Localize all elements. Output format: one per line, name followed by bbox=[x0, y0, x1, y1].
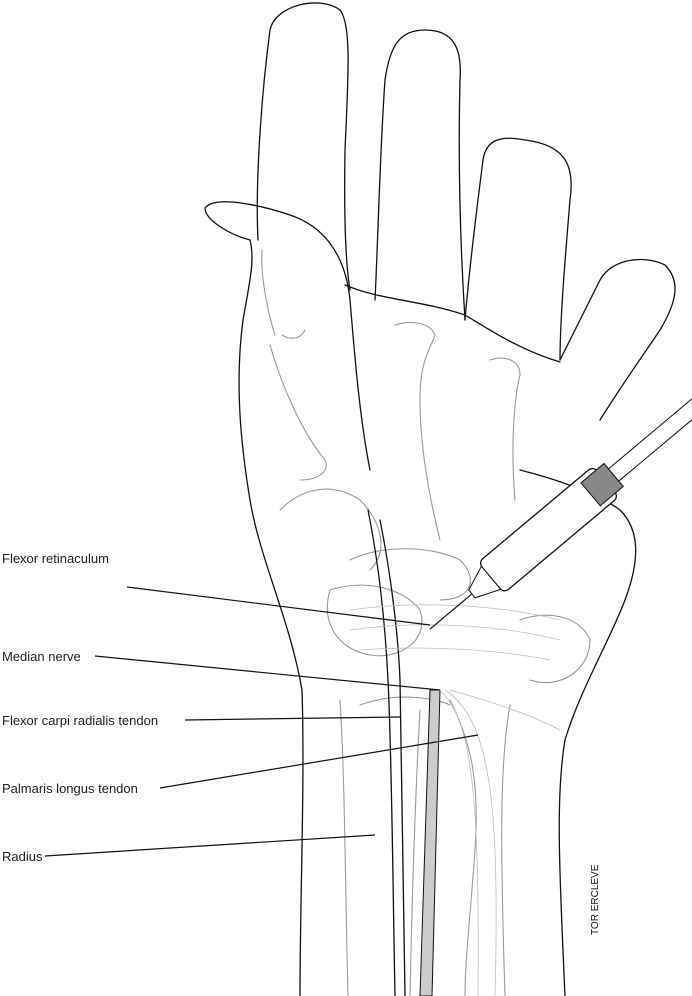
syringe bbox=[429, 397, 692, 630]
tendons bbox=[349, 509, 561, 996]
label-median-nerve: Median nerve bbox=[2, 649, 81, 664]
artist-signature: TOR ERCLEVE bbox=[590, 864, 601, 935]
label-flexor-retinaculum: Flexor retinaculum bbox=[2, 551, 109, 566]
leader-fcr-tendon bbox=[184, 716, 401, 721]
label-palmaris-longus-tendon: Palmaris longus tendon bbox=[2, 781, 138, 796]
label-radius: Radius bbox=[2, 849, 43, 864]
label-flexor-carpi-radialis-tendon: Flexor carpi radialis tendon bbox=[2, 713, 159, 728]
leader-radius bbox=[44, 834, 376, 857]
leader-palmaris-longus bbox=[159, 734, 479, 789]
leader-flexor-retinaculum bbox=[126, 586, 431, 626]
leader-median-nerve bbox=[94, 655, 441, 691]
